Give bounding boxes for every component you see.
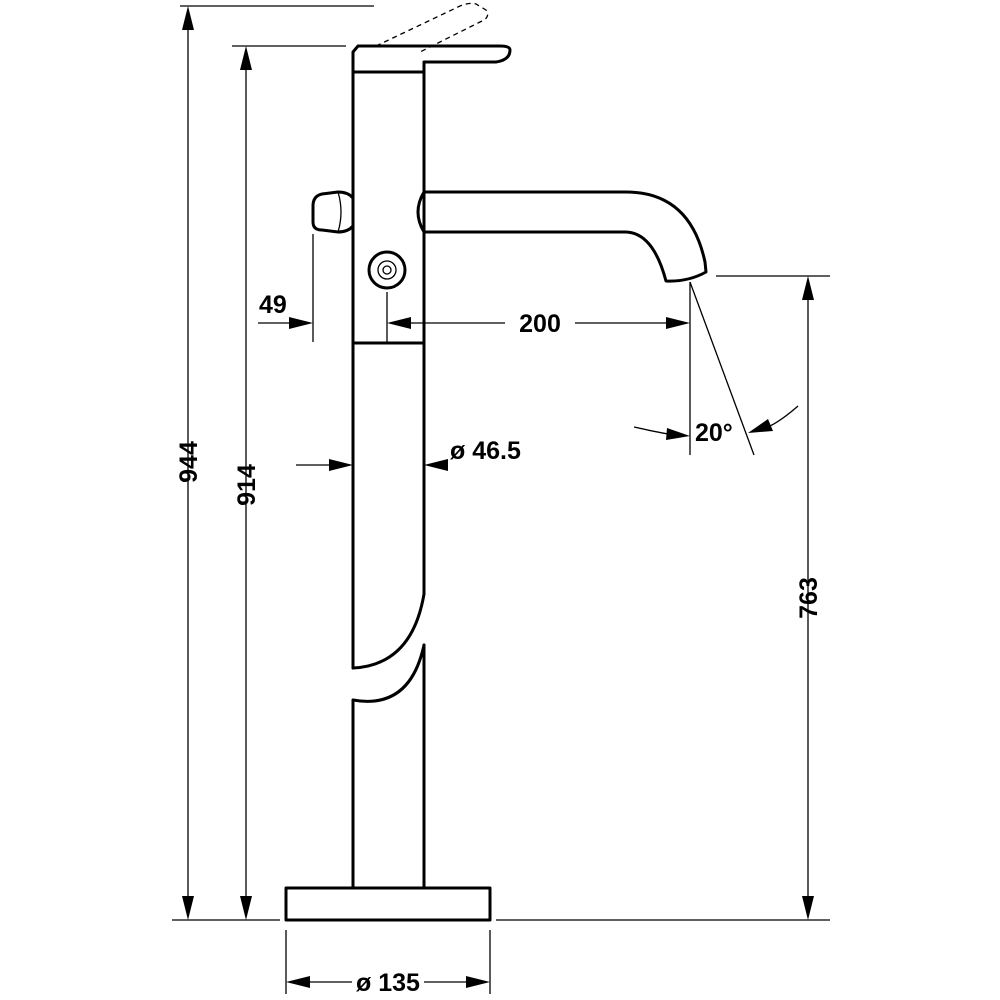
arrow-944-bottom: [182, 896, 194, 920]
lever-handle-open-position: [375, 2, 489, 53]
hose-holder-cutout: [351, 592, 426, 703]
column-upper: [351, 341, 426, 670]
arrow-49: [289, 317, 313, 329]
arrow-914-top: [240, 46, 252, 70]
arrow-135-left: [286, 976, 310, 988]
label-spout-reach: 200: [519, 310, 561, 338]
arrow-763-top: [802, 276, 814, 300]
column-lower: [351, 643, 426, 890]
dial-outer-ring: [367, 250, 407, 290]
arrow-46-5-left: [329, 459, 353, 471]
label-spout-angle: 20°: [695, 419, 733, 447]
dimension-lines: [182, 6, 814, 988]
label-column-diameter: ø 46.5: [450, 437, 521, 465]
arrow-944-top: [182, 6, 194, 30]
arrow-200-left: [387, 317, 411, 329]
diverter-knob: [311, 190, 355, 234]
label-base-diameter: ø 135: [356, 969, 420, 997]
label-height-to-lever: 914: [233, 464, 261, 506]
dial-center: [382, 265, 392, 275]
arrow-763-bottom: [802, 896, 814, 920]
faucet-body: [284, 2, 708, 922]
arrow-20-right: [748, 419, 773, 433]
arrow-135-right: [466, 976, 490, 988]
arrow-914-bottom: [240, 896, 252, 920]
dimension-labels: 944 914 763 49 200 ø 46.5 ø 135 20°: [175, 291, 823, 997]
label-valve-offset: 49: [259, 291, 287, 319]
extension-lines: [172, 5, 830, 994]
arrow-200-right: [666, 317, 690, 329]
lever-handle: [351, 44, 512, 74]
valve-body: [351, 70, 426, 345]
spout: [416, 190, 708, 283]
dial-inner-ring: [377, 260, 397, 280]
arrow-46-5-right: [424, 459, 448, 471]
diverter-knob-edge: [337, 191, 342, 233]
label-spout-height: 763: [795, 577, 823, 619]
base-plate: [284, 886, 492, 922]
arrow-20-left: [666, 428, 690, 440]
label-total-height: 944: [175, 441, 203, 483]
